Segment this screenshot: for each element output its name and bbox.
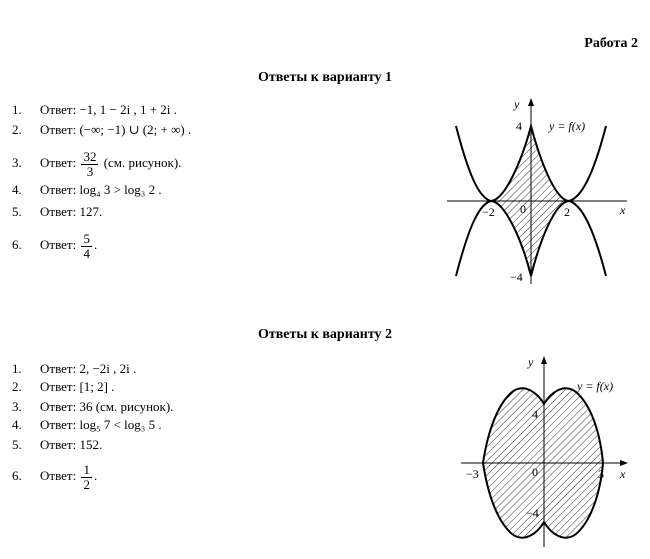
answer-5: 5.Ответ: 152. (12, 437, 103, 452)
answer-4: 4.Ответ: log₄ 3 > log₃ 2 . (12, 182, 162, 197)
answer-1: 1.Ответ: 2, −2i , 2i . (12, 361, 137, 376)
function-label: y = f(x) (548, 119, 585, 133)
tick-x-right: 2 (564, 205, 570, 219)
answer-5: 5.Ответ: 127. (12, 204, 103, 219)
variant1-graph: y x y = f(x) 4 −4 −2 2 0 (447, 97, 627, 284)
variant2-title: Ответы к варианту 2 (257, 327, 393, 342)
tick-y-top: 4 (532, 407, 538, 421)
answer-3: 3.Ответ: 36 (см. рисунок). (12, 399, 174, 414)
function-label: y = f(x) (576, 379, 613, 393)
variant2-answers: 1.Ответ: 2, −2i , 2i . 2.Ответ: [1; 2] .… (12, 361, 173, 495)
tick-origin: 0 (520, 202, 526, 216)
tick-y-bottom: −4 (526, 506, 539, 520)
answer-2: 2.Ответ: [1; 2] . (12, 379, 115, 394)
variant2-graph: y x y = f(x) 4 −4 −3 3 0 (461, 355, 628, 547)
x-axis-label: x (619, 203, 626, 217)
tick-x-left: −2 (482, 205, 495, 219)
tick-y-bottom: −4 (510, 270, 523, 284)
answer-1: 1.Ответ: −1, 1 − 2i , 1 + 2i . (12, 102, 177, 117)
tick-origin: 0 (532, 465, 538, 479)
answer-2: 2.Ответ: (−∞; −1) ∪ (2; + ∞) . (12, 122, 192, 137)
work-title: Работа 2 (584, 36, 638, 51)
x-axis-arrow (620, 460, 628, 466)
tick-x-right: 3 (598, 467, 604, 481)
y-axis-arrow (541, 356, 547, 364)
variant1-answers: 1.Ответ: −1, 1 − 2i , 1 + 2i . 2.Ответ: … (12, 102, 191, 264)
y-axis-label: y (513, 97, 520, 111)
tick-y-top: 4 (516, 119, 522, 133)
answer-4: 4.Ответ: log₅ 7 < log₃ 5 . (12, 417, 162, 432)
upper-curve (455, 122, 607, 203)
y-axis-arrow (528, 98, 534, 106)
lower-curve (455, 199, 607, 277)
variant1-title: Ответы к варианту 1 (257, 70, 393, 85)
x-axis-label: x (619, 467, 626, 481)
y-axis-label: y (527, 355, 534, 369)
tick-x-left: −3 (466, 467, 479, 481)
